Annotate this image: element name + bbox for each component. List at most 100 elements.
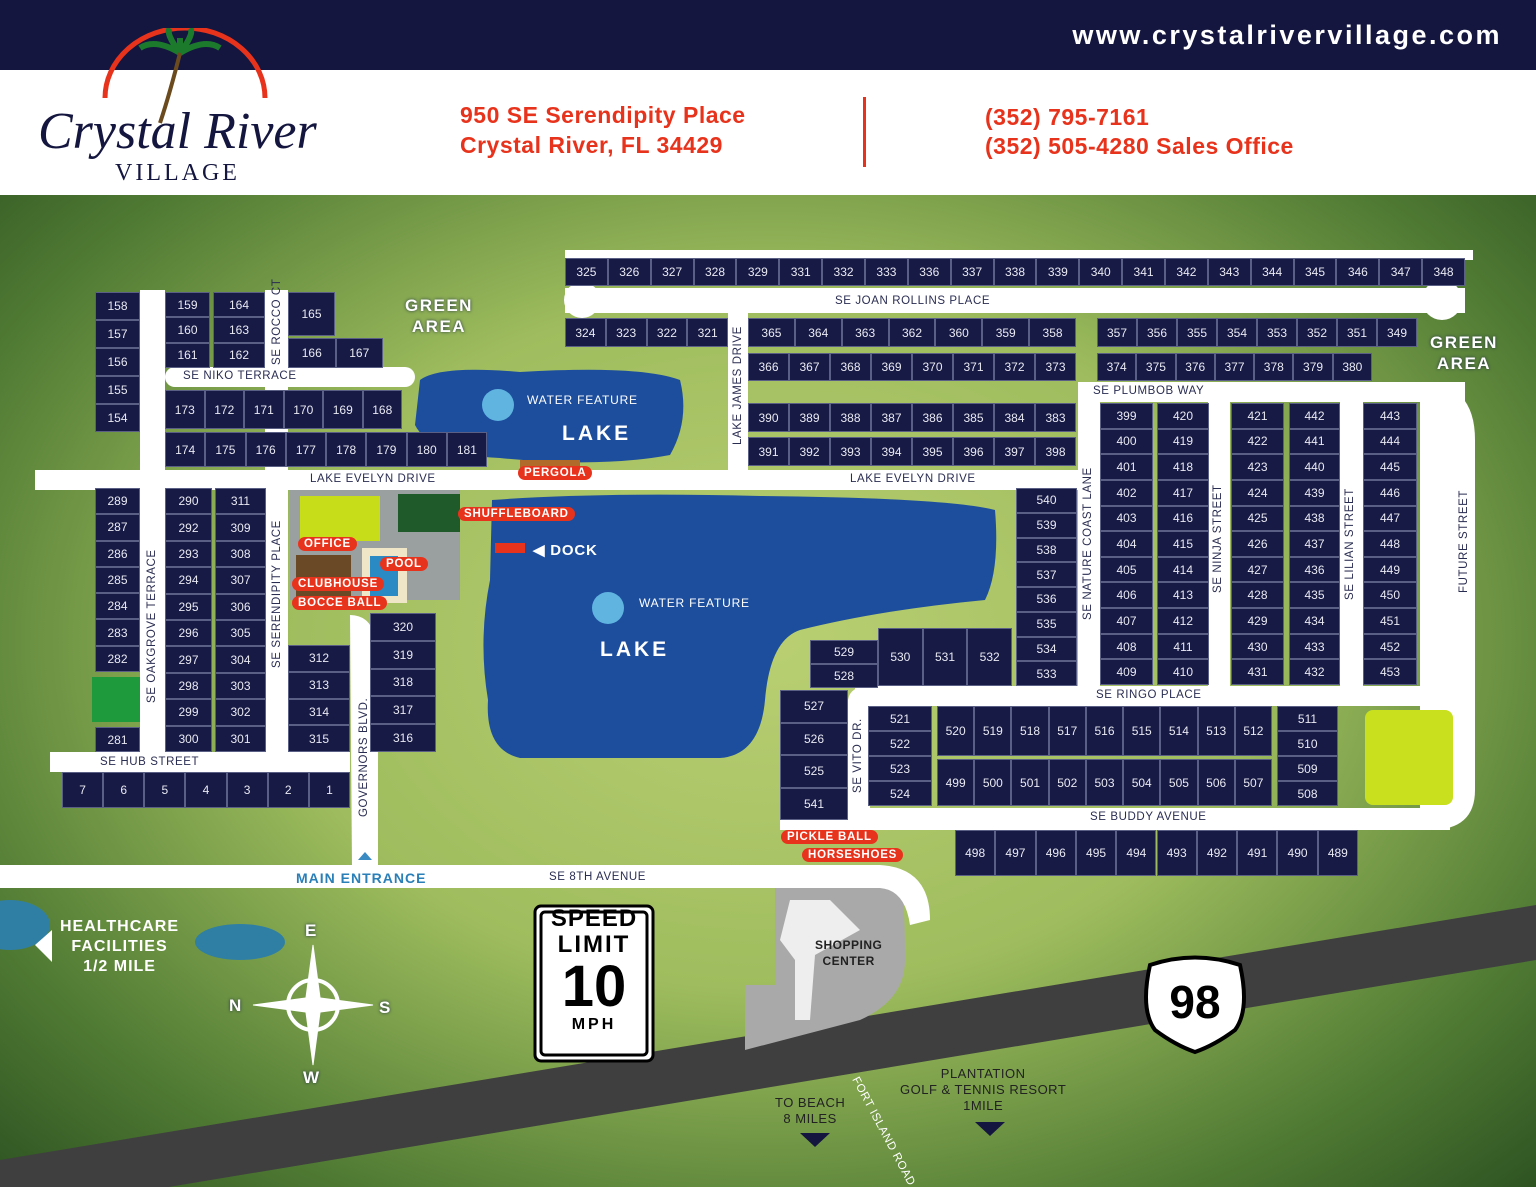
lot-342[interactable]: 342 (1165, 258, 1208, 286)
lot-304[interactable]: 304 (215, 646, 266, 673)
lot-389[interactable]: 389 (789, 403, 830, 432)
lot-413[interactable]: 413 (1157, 582, 1209, 609)
lot-394[interactable]: 394 (871, 437, 912, 466)
lot-329[interactable]: 329 (736, 258, 780, 286)
lot-512[interactable]: 512 (1234, 706, 1272, 756)
lot-296[interactable]: 296 (165, 620, 212, 647)
lot-500[interactable]: 500 (974, 759, 1012, 806)
lot-519[interactable]: 519 (974, 706, 1012, 756)
lot-451[interactable]: 451 (1363, 608, 1417, 634)
lot-531[interactable]: 531 (922, 628, 968, 686)
lot-1[interactable]: 1 (308, 772, 350, 808)
lot-309[interactable]: 309 (215, 514, 266, 541)
lot-529[interactable]: 529 (810, 640, 878, 664)
lot-424[interactable]: 424 (1231, 479, 1284, 506)
lot-535[interactable]: 535 (1016, 611, 1077, 637)
lot-5[interactable]: 5 (144, 772, 186, 808)
lot-343[interactable]: 343 (1207, 258, 1251, 286)
lot-499[interactable]: 499 (937, 759, 975, 806)
lot-511[interactable]: 511 (1277, 706, 1338, 731)
lot-406[interactable]: 406 (1100, 582, 1153, 609)
lot-358[interactable]: 358 (1029, 318, 1076, 347)
lot-410[interactable]: 410 (1157, 659, 1209, 685)
lot-446[interactable]: 446 (1363, 479, 1417, 506)
lot-387[interactable]: 387 (871, 403, 912, 432)
lot-405[interactable]: 405 (1100, 556, 1153, 583)
lot-7[interactable]: 7 (62, 772, 104, 808)
lot-303[interactable]: 303 (215, 672, 266, 700)
lot-438[interactable]: 438 (1289, 505, 1340, 532)
lot-489[interactable]: 489 (1317, 830, 1358, 876)
lot-495[interactable]: 495 (1075, 830, 1117, 876)
lot-327[interactable]: 327 (650, 258, 694, 286)
lot-328[interactable]: 328 (693, 258, 737, 286)
lot-496[interactable]: 496 (1035, 830, 1076, 876)
lot-311[interactable]: 311 (215, 488, 266, 515)
lot-420[interactable]: 420 (1157, 403, 1209, 429)
lot-332[interactable]: 332 (822, 258, 865, 286)
lot-513[interactable]: 513 (1197, 706, 1235, 756)
lot-284[interactable]: 284 (95, 593, 140, 620)
lot-157[interactable]: 157 (95, 320, 140, 348)
lot-362[interactable]: 362 (888, 318, 936, 347)
lot-173[interactable]: 173 (165, 390, 205, 429)
lot-385[interactable]: 385 (953, 403, 994, 432)
lot-3[interactable]: 3 (226, 772, 268, 808)
lot-171[interactable]: 171 (244, 390, 284, 429)
lot-160[interactable]: 160 (165, 317, 210, 343)
lot-282[interactable]: 282 (95, 645, 140, 672)
lot-401[interactable]: 401 (1100, 454, 1153, 480)
lot-436[interactable]: 436 (1289, 556, 1340, 583)
lot-165[interactable]: 165 (288, 292, 335, 336)
lot-299[interactable]: 299 (165, 699, 212, 726)
lot-333[interactable]: 333 (865, 258, 908, 286)
lot-415[interactable]: 415 (1157, 531, 1209, 557)
lot-371[interactable]: 371 (953, 353, 994, 381)
lot-523[interactable]: 523 (868, 756, 932, 781)
lot-289[interactable]: 289 (95, 488, 140, 515)
lot-393[interactable]: 393 (830, 437, 871, 466)
lot-292[interactable]: 292 (165, 514, 212, 541)
lot-294[interactable]: 294 (165, 567, 212, 594)
lot-355[interactable]: 355 (1177, 318, 1217, 347)
lot-178[interactable]: 178 (326, 432, 367, 467)
lot-318[interactable]: 318 (370, 668, 436, 697)
lot-501[interactable]: 501 (1011, 759, 1049, 806)
lot-525[interactable]: 525 (780, 755, 848, 788)
lot-293[interactable]: 293 (165, 540, 212, 568)
lot-384[interactable]: 384 (994, 403, 1035, 432)
lot-428[interactable]: 428 (1231, 582, 1284, 609)
lot-290[interactable]: 290 (165, 488, 212, 515)
lot-301[interactable]: 301 (215, 725, 266, 752)
lot-319[interactable]: 319 (370, 640, 436, 669)
lot-537[interactable]: 537 (1016, 562, 1077, 587)
lot-298[interactable]: 298 (165, 672, 212, 700)
lot-439[interactable]: 439 (1289, 479, 1340, 506)
lot-365[interactable]: 365 (748, 318, 795, 347)
lot-505[interactable]: 505 (1160, 759, 1198, 806)
lot-491[interactable]: 491 (1237, 830, 1278, 876)
lot-341[interactable]: 341 (1122, 258, 1165, 286)
lot-315[interactable]: 315 (288, 725, 350, 752)
lot-300[interactable]: 300 (165, 725, 212, 752)
lot-297[interactable]: 297 (165, 646, 212, 673)
lot-541[interactable]: 541 (780, 787, 848, 820)
lot-524[interactable]: 524 (868, 781, 932, 806)
lot-285[interactable]: 285 (95, 566, 140, 594)
lot-380[interactable]: 380 (1332, 353, 1372, 381)
lot-325[interactable]: 325 (565, 258, 608, 286)
lot-156[interactable]: 156 (95, 348, 140, 376)
lot-174[interactable]: 174 (165, 432, 206, 467)
lot-376[interactable]: 376 (1175, 353, 1215, 381)
lot-281[interactable]: 281 (95, 727, 140, 752)
lot-517[interactable]: 517 (1048, 706, 1086, 756)
lot-164[interactable]: 164 (213, 292, 265, 318)
lot-167[interactable]: 167 (335, 338, 383, 368)
lot-533[interactable]: 533 (1016, 661, 1077, 686)
lot-536[interactable]: 536 (1016, 587, 1077, 612)
lot-450[interactable]: 450 (1363, 582, 1417, 609)
lot-398[interactable]: 398 (1035, 437, 1076, 466)
lot-177[interactable]: 177 (285, 432, 326, 467)
lot-506[interactable]: 506 (1197, 759, 1235, 806)
lot-313[interactable]: 313 (288, 671, 350, 699)
